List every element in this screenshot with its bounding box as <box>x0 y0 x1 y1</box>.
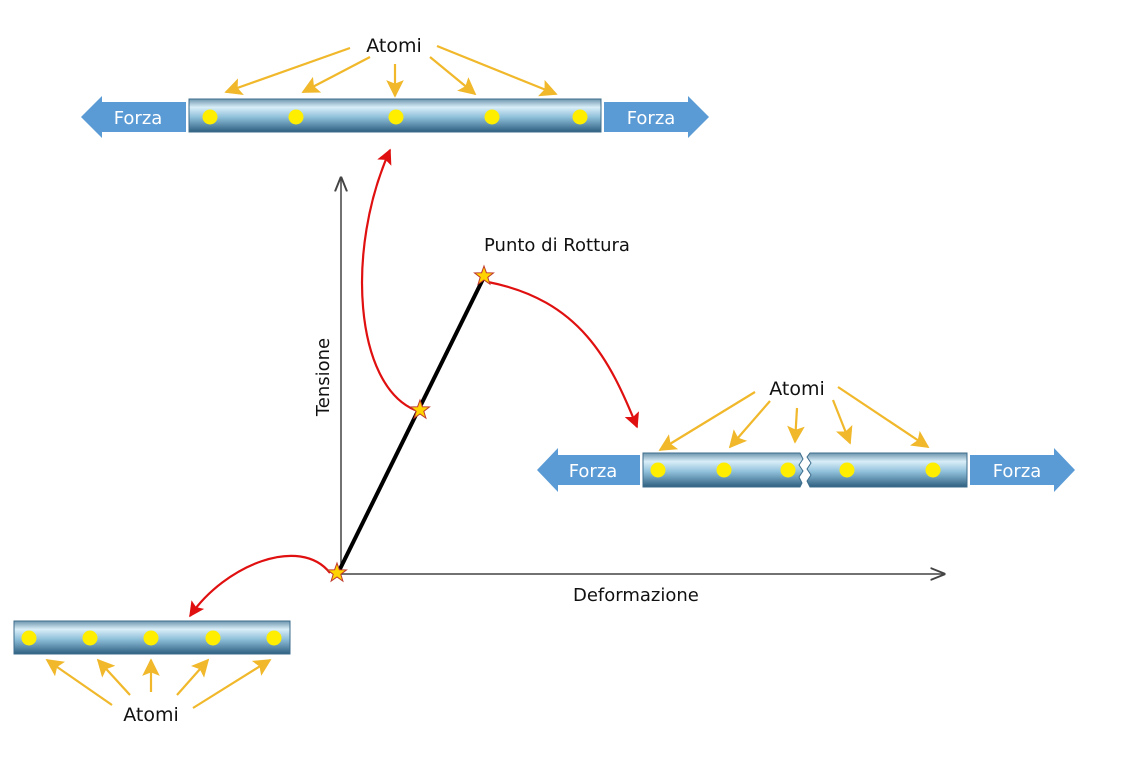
top-atom-pointer-2 <box>301 56 371 93</box>
bottom-atom-pointer-1 <box>45 658 113 706</box>
star-break-icon <box>473 264 495 286</box>
bottom-atom <box>143 630 159 646</box>
top-atom <box>388 109 404 125</box>
right-right-force-label: Forza <box>993 461 1042 482</box>
right-right-force-arrow <box>970 448 1075 492</box>
broken-atom <box>780 462 796 478</box>
bottom-bar-group: Atomi <box>13 620 291 726</box>
red-arrow-origin <box>189 554 331 618</box>
top-atom <box>288 109 304 125</box>
right-atom-pointer-4 <box>831 399 853 445</box>
right-left-force-arrow <box>537 448 640 492</box>
right-atom-pointer-1 <box>658 391 756 451</box>
top-atom-pointer-4 <box>429 56 477 96</box>
star-mid-icon <box>409 398 431 420</box>
right-atom-pointer-2 <box>728 400 771 449</box>
star-origin-icon <box>326 561 348 583</box>
y-axis-label: Tensione <box>313 338 334 417</box>
bottom-atom <box>205 630 221 646</box>
top-left-force-arrow <box>81 96 186 138</box>
break-point-label: Punto di Rottura <box>484 235 630 256</box>
bottom-atom <box>266 630 282 646</box>
right-atom-pointer-5 <box>837 386 930 448</box>
x-axis-label: Deformazione <box>573 585 699 606</box>
bottom-atom-pointer-4 <box>176 658 210 696</box>
red-arrow-break <box>487 280 639 429</box>
right-atom-pointer-3 <box>787 407 805 444</box>
broken-bar-right-half <box>806 452 968 488</box>
bottom-atoms-label: Atomi <box>123 704 179 726</box>
top-atoms-label: Atomi <box>366 35 422 57</box>
top-bar-group: Atomi Forza Forza <box>81 35 709 138</box>
red-arrow-mid <box>361 148 416 412</box>
top-atom-pointer-5 <box>436 44 558 97</box>
top-right-force-arrow <box>604 96 709 138</box>
broken-bar-group: Atomi Forza Forza <box>537 378 1075 492</box>
top-right-force-label: Forza <box>627 108 676 129</box>
top-atom <box>572 109 588 125</box>
right-atoms-label: Atomi <box>769 378 825 400</box>
broken-atom <box>839 462 855 478</box>
stress-strain-curve <box>336 276 486 574</box>
broken-atom <box>716 462 732 478</box>
broken-atom <box>925 462 941 478</box>
top-atom <box>484 109 500 125</box>
broken-atom <box>650 462 666 478</box>
top-atom-pointer-1 <box>224 46 351 95</box>
bottom-atom <box>21 630 37 646</box>
bottom-atom <box>82 630 98 646</box>
bottom-atom-pointer-5 <box>192 659 272 709</box>
right-left-force-label: Forza <box>569 461 618 482</box>
top-atom <box>202 109 218 125</box>
bottom-atom-pointer-2 <box>96 658 131 696</box>
top-left-force-label: Forza <box>114 108 163 129</box>
